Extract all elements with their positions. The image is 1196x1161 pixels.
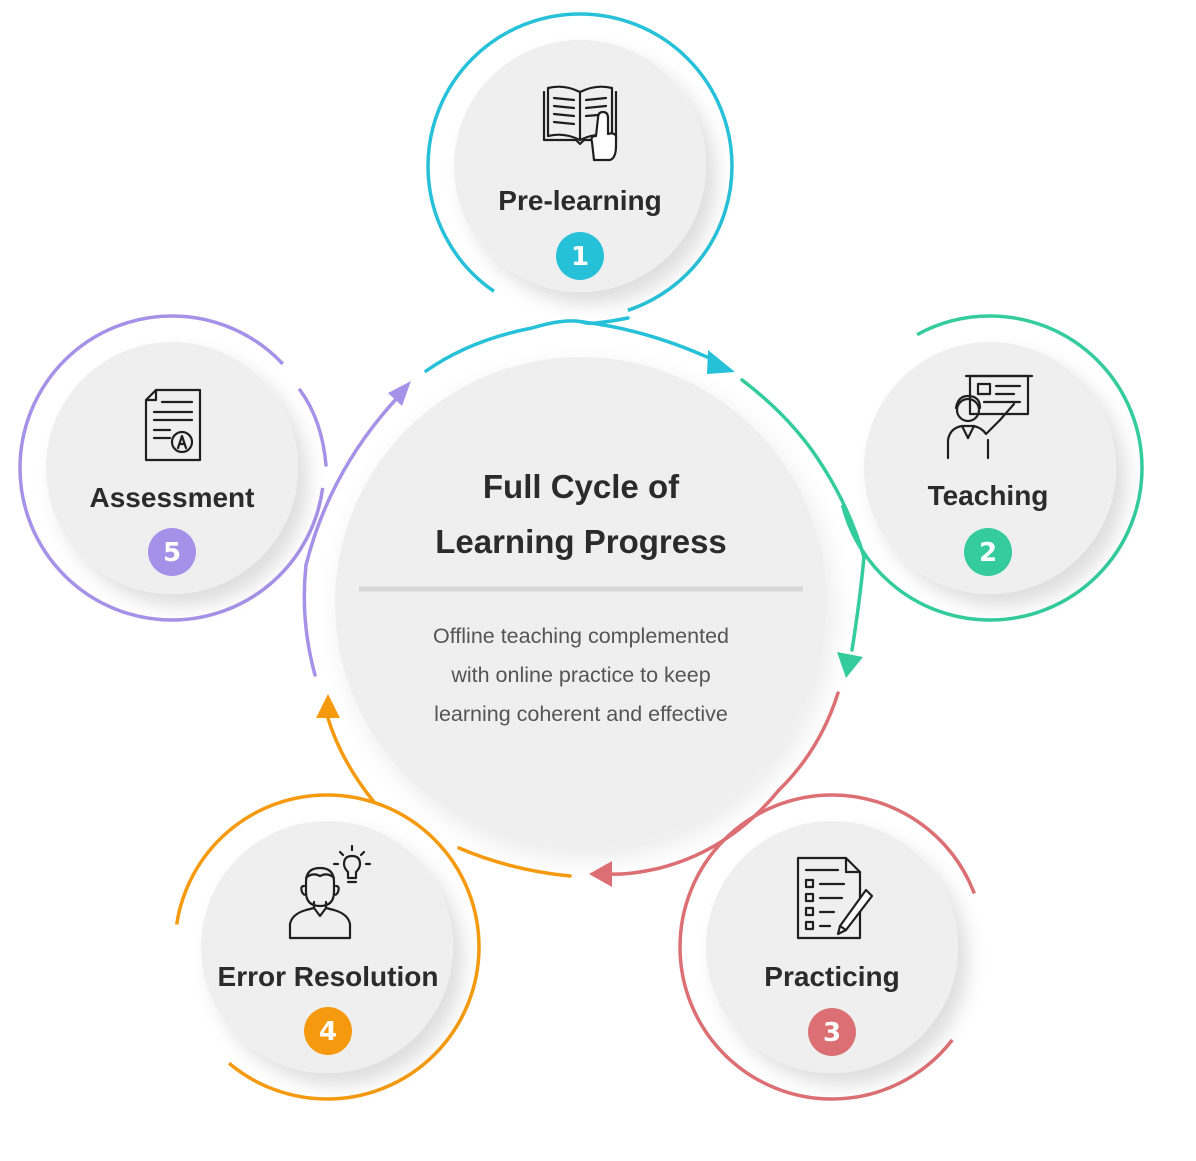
stage-2-number: 2	[979, 538, 997, 568]
stage-5-label: Assessment	[90, 482, 255, 513]
connector-1-to-2	[581, 320, 720, 364]
stage-4-badge	[304, 1007, 352, 1055]
stage-5: Assessment 5	[18, 314, 326, 622]
connector-5c	[298, 388, 328, 467]
stage-4-disc	[201, 821, 453, 1073]
stage-4-ring	[173, 793, 481, 1101]
connector-5b	[304, 395, 400, 567]
stage-1-badge	[556, 232, 604, 280]
stage-2-disc	[864, 342, 1116, 594]
connector-3	[777, 691, 840, 792]
center-circle	[335, 357, 827, 849]
stage-5-disc	[46, 342, 298, 594]
connector-4	[457, 846, 572, 878]
stage-2: Teaching 2	[836, 314, 1144, 622]
stage-3-number: 3	[823, 1018, 841, 1048]
connector-5	[302, 563, 317, 677]
center-title-line2: Learning Progress	[435, 523, 727, 560]
stage-3-ring	[678, 793, 986, 1101]
stage-3-badge	[808, 1008, 856, 1056]
connector-3-arrowhead	[589, 861, 612, 887]
connector-2	[740, 378, 827, 472]
stage-5-ring	[18, 314, 326, 622]
stage-1-disc	[454, 40, 706, 292]
connector-2b	[850, 555, 866, 652]
stage-2-label: Teaching	[928, 480, 1049, 511]
stage-1-label: Pre-learning	[498, 185, 661, 216]
stage-3-label: Practicing	[764, 961, 899, 992]
connector-1-arrowhead	[707, 350, 735, 374]
stage-3-disc	[706, 821, 958, 1073]
stage-2-ring	[836, 314, 1144, 622]
cycle-connectors	[298, 316, 866, 887]
center-desc-line1: Offline teaching complemented	[433, 624, 729, 648]
stage-1: Pre-learning 1	[426, 12, 734, 320]
stage-4-label: Error Resolution	[218, 961, 439, 992]
stage-4: Error Resolution 4	[173, 793, 481, 1101]
stage-3: Practicing 3	[678, 793, 986, 1101]
stage-2-badge	[964, 528, 1012, 576]
stage-1-ring	[426, 12, 734, 320]
connector-5-arrowhead	[388, 381, 411, 406]
teacher-board-icon	[946, 374, 1034, 460]
center-desc-line3: learning coherent and effective	[434, 702, 728, 726]
center-panel: Full Cycle of Learning Progress Offline …	[335, 357, 827, 849]
stage-5-number: 5	[163, 538, 181, 568]
connector-2-arrowhead	[837, 652, 863, 678]
connector-4b	[325, 713, 376, 804]
stage-5-badge	[148, 528, 196, 576]
stage-1-number: 1	[571, 242, 589, 272]
open-book-hand-icon	[542, 85, 618, 162]
student-lightbulb-icon	[288, 844, 372, 940]
stage-4-number: 4	[319, 1017, 337, 1047]
checklist-pencil-icon	[796, 856, 874, 940]
graded-paper-icon	[144, 388, 202, 462]
center-title-line1: Full Cycle of	[483, 468, 680, 505]
center-desc-line2: with online practice to keep	[450, 663, 710, 687]
connector-4-arrowhead	[316, 694, 340, 718]
